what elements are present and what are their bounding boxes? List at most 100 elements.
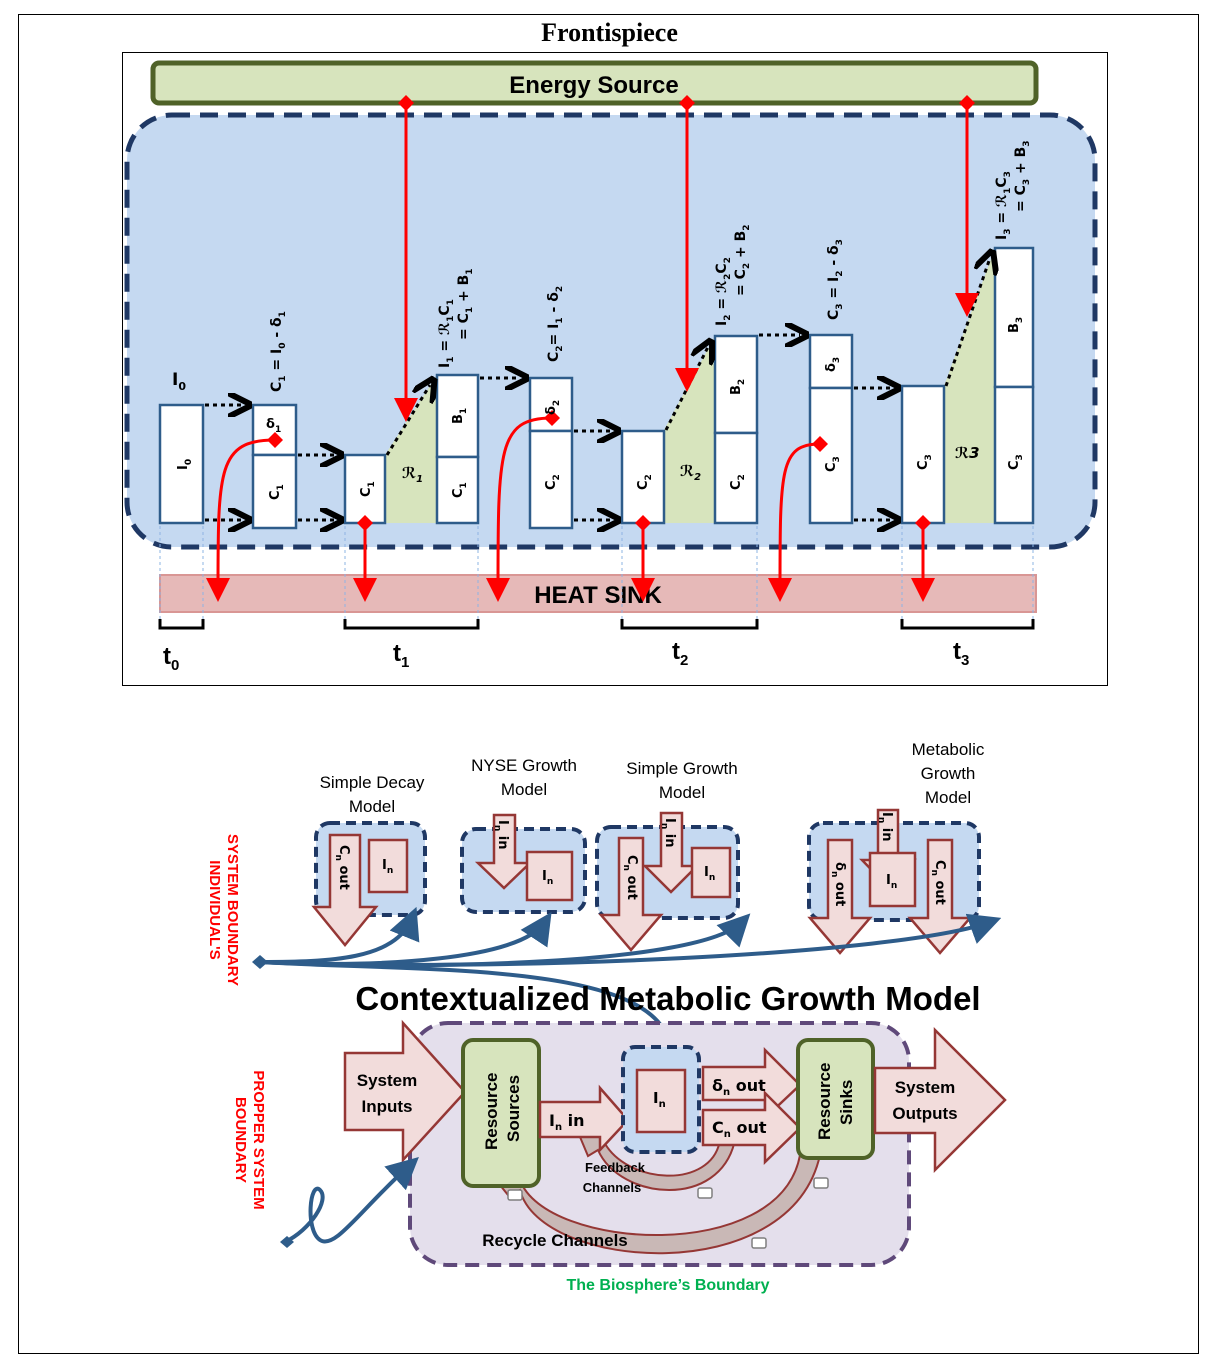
box-c2-b (620, 429, 666, 525)
metab-cn-out-arrow (907, 838, 973, 955)
system-inputs-label-1: System (357, 1071, 417, 1090)
resource-sinks-label-2: Sinks (837, 1080, 856, 1125)
in-in-label: In in (549, 1111, 585, 1133)
feedback-channel (573, 1123, 737, 1191)
metab-in-box (868, 851, 917, 908)
energy-source-bar (150, 60, 1039, 106)
label-b3: B3 (1007, 317, 1025, 333)
proper-boundary-label-1: PROPPER SYSTEM (250, 1070, 267, 1209)
sgrowth-in-arrow (641, 811, 701, 894)
metab-dn-out-label: δn out (829, 862, 847, 906)
simple-growth-title-1: Simple Growth (626, 759, 737, 778)
metab-in-box-label: In (886, 873, 897, 891)
label-i0-top: I0 (172, 370, 186, 393)
box-c3-c (993, 385, 1035, 525)
label-b2: B2 (729, 379, 747, 395)
individual-boundary-connectors (259, 906, 1002, 1064)
cn-out-label: Cn out (712, 1118, 767, 1140)
formula-i2: I2 = ℛ2C2 (714, 257, 733, 326)
system-outputs-label-2: Outputs (892, 1104, 957, 1123)
energy-diamonds (398, 95, 975, 111)
system-outputs-label-1: System (895, 1078, 955, 1097)
label-c1-a: C1 (268, 484, 286, 500)
box-c2-c (713, 431, 759, 525)
formula-i3-b: = C3 + B3 (1013, 140, 1032, 212)
dn-out-arrow (701, 1046, 802, 1121)
resource-sources-label-2: Sources (504, 1075, 523, 1142)
time-label-t2: t2 (672, 638, 688, 669)
formula-i3: I3 = ℛ1C3 (994, 171, 1013, 240)
individual-boundary-label-1: INDIVIDUAL'S (206, 860, 223, 959)
time-label-t1: t1 (393, 640, 409, 671)
box-delta3 (808, 333, 854, 390)
formula-c3: C3 = I2 - δ3 (826, 239, 845, 320)
nyse-in-box (525, 850, 574, 902)
main-model-title: Contextualized Metabolic Growth Model (355, 980, 980, 1017)
label-b1: B1 (451, 408, 469, 424)
nyse-in-label: In in (492, 820, 510, 850)
system-inputs-label-2: Inputs (362, 1097, 413, 1116)
proper-boundary-connector (284, 1156, 419, 1244)
formula-c1: C1 = I0 - δ1 (269, 311, 288, 392)
decay-cn-out-label: Cn out (333, 845, 351, 890)
label-i0: I0 (176, 459, 194, 470)
box-c2-a (528, 429, 574, 530)
metabolic-title-1: Metabolic (912, 740, 985, 759)
sgrowth-cn-out-label: Cn out (621, 855, 639, 900)
sgrowth-cn-out-arrow (598, 836, 664, 952)
page-title: Frontispiece (541, 18, 678, 47)
heat-output-arrows (206, 416, 935, 602)
label-c3-c: C3 (1007, 454, 1025, 470)
heat-diamonds (267, 410, 931, 531)
label-c1-b: C1 (359, 481, 377, 497)
r2-area (664, 336, 715, 523)
sgrowth-in-box (690, 846, 732, 899)
box-b3 (993, 246, 1035, 389)
formula-i1: I1 = ℛ1C1 (437, 299, 456, 368)
decay-in-label: In (382, 858, 393, 876)
feedback-label-2: Channels (583, 1180, 642, 1195)
box-b1 (435, 373, 480, 459)
proper-boundary-anchor (280, 1236, 294, 1248)
nyse-title-2: Model (501, 780, 547, 799)
label-c3-b: C3 (916, 454, 934, 470)
label-delta1: δ1 (266, 417, 281, 435)
label-r3: ℛ3 (955, 444, 980, 462)
feedback-label-1: Feedback (585, 1160, 646, 1175)
resource-sinks-label-1: Resource (815, 1063, 834, 1140)
label-delta3: δ3 (824, 357, 842, 372)
r1-area (385, 375, 437, 523)
center-in-box (635, 1068, 687, 1134)
r3-area (944, 248, 995, 523)
in-in-arrow (538, 1084, 630, 1154)
nyse-in-box-label: In (542, 869, 553, 887)
label-delta2: δ2 (544, 400, 562, 415)
metabolic-title-3: Model (925, 788, 971, 807)
label-c2-c: C2 (729, 474, 747, 490)
metab-cn-out-label: Cn out (929, 860, 947, 905)
recycle-agent-icons (507, 1177, 829, 1249)
guide-lines (159, 520, 1034, 620)
box-c1-c (435, 455, 480, 525)
dn-out-label: δn out (712, 1076, 766, 1098)
page-border (18, 14, 1199, 1354)
label-r1: ℛ1 (402, 464, 423, 485)
label-r2: ℛ2 (680, 462, 701, 483)
metabolic-title-2: Growth (921, 764, 976, 783)
box-c3-a (808, 386, 854, 525)
nyse-title-1: NYSE Growth (471, 756, 577, 775)
time-label-t0: t0 (163, 643, 179, 674)
time-label-t3: t3 (953, 638, 969, 669)
individual-boundary-label-2: SYSTEM BOUNDARY (224, 834, 241, 986)
system-outputs-arrow (873, 1026, 1007, 1174)
decay-cn-out-arrow (311, 833, 379, 947)
resource-sources-box (461, 1038, 541, 1188)
biosphere-label: The Biosphere’s Boundary (567, 1277, 770, 1294)
individual-boundary-anchor (252, 955, 268, 969)
system-inputs-arrow (343, 1019, 467, 1164)
box-b2 (713, 334, 759, 435)
sgrowth-in-box-label: In (704, 865, 715, 883)
proper-boundary-label-2: BOUNDARY (232, 1097, 249, 1183)
center-in-label: In (653, 1089, 666, 1110)
